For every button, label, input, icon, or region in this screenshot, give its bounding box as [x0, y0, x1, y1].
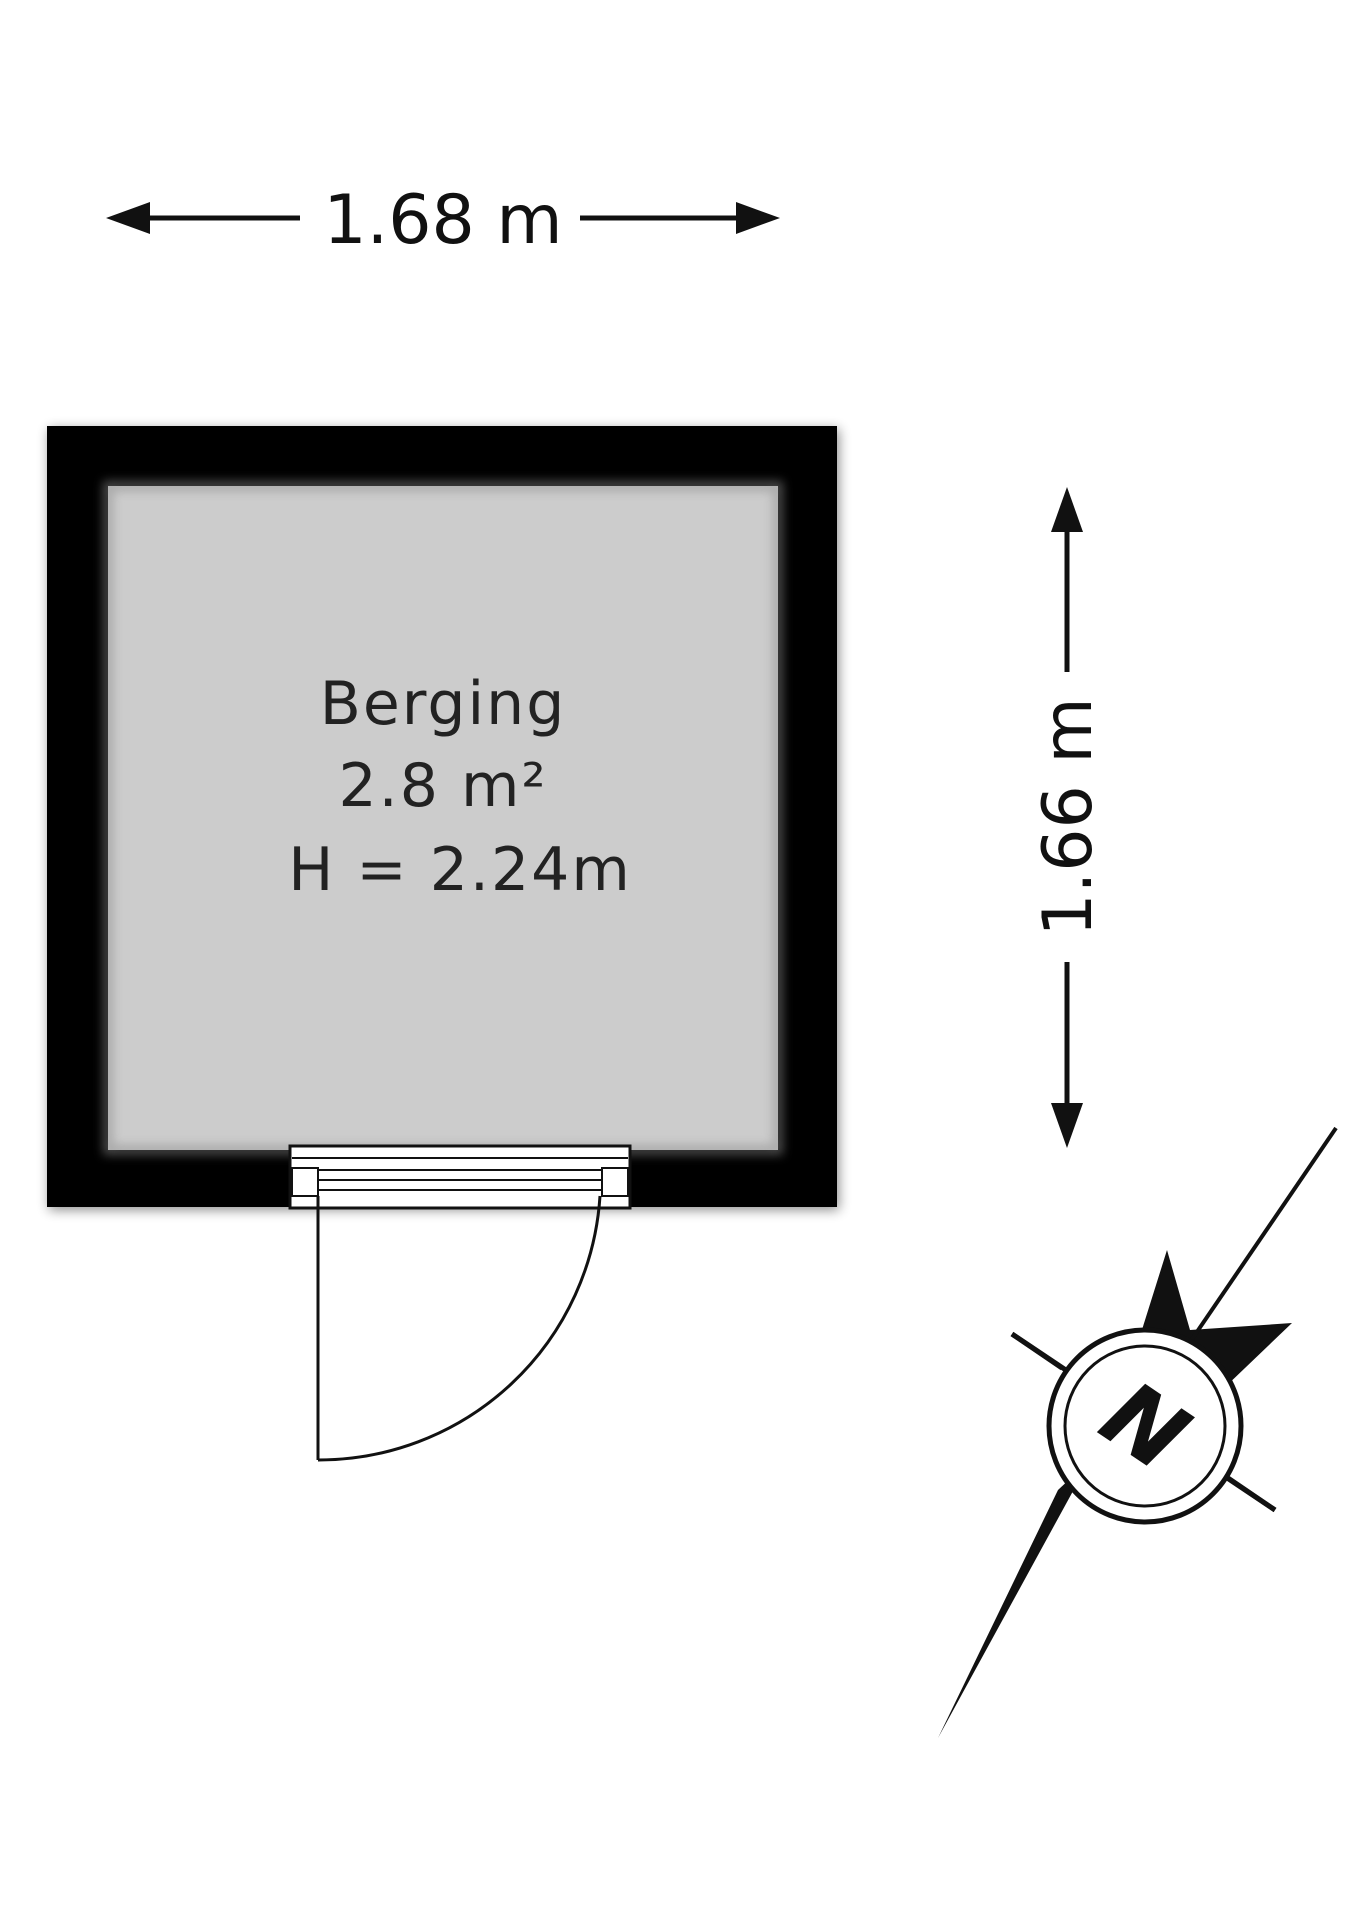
compass-icon: N [938, 1126, 1338, 1738]
room-berging: Berging 2.8 m² H = 2.24m [47, 426, 837, 1207]
compass-cross-tick-right [1223, 1473, 1277, 1513]
arrow-up-icon [1051, 487, 1083, 532]
room-name: Berging [320, 669, 567, 739]
floor-area [108, 486, 778, 1150]
room-area: 2.8 m² [339, 751, 548, 821]
width-dimension: 1.68 m [106, 181, 780, 260]
arrow-right-icon [736, 202, 780, 234]
height-label: 1.66 m [1029, 697, 1108, 936]
arrow-down-icon [1051, 1103, 1083, 1148]
compass-cross-tick-left [1010, 1331, 1064, 1371]
compass-ring-inner [1063, 1344, 1227, 1508]
compass-south-point [938, 1460, 1090, 1738]
door-swing-arc [317, 1195, 602, 1462]
door-frame [288, 1144, 632, 1210]
door-jamb-right [601, 1167, 629, 1197]
height-dimension: 1.66 m [1029, 487, 1108, 1148]
door-jamb-left [291, 1167, 319, 1197]
compass-needle-line [1186, 1126, 1338, 1347]
door [288, 1144, 632, 1462]
arrow-left-icon [106, 202, 150, 234]
room-height: H = 2.24m [288, 835, 632, 905]
width-label: 1.68 m [323, 181, 562, 260]
door-opening [290, 1146, 630, 1208]
